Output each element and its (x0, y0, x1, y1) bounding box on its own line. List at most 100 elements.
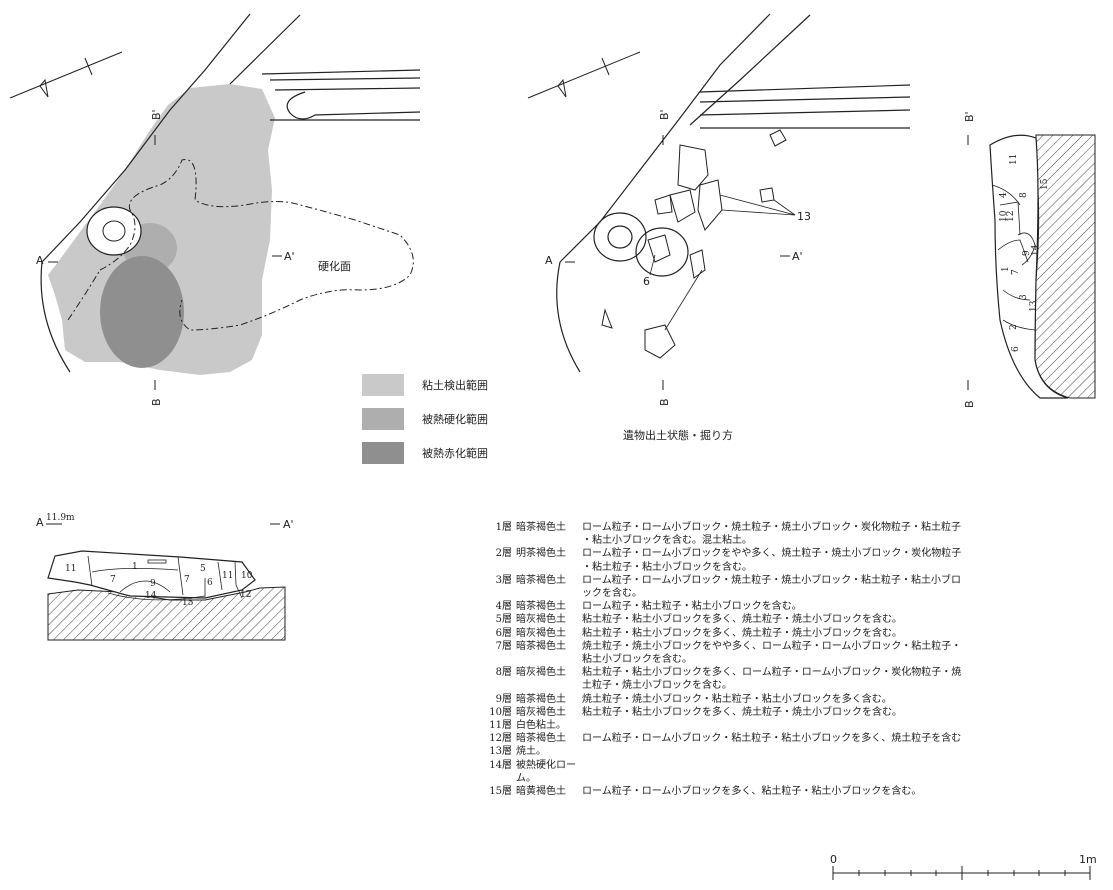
layer-soil: 暗茶褐色土 (516, 640, 566, 652)
wall-lines-middle (556, 13, 911, 373)
middle-label-a-prime: A' (792, 250, 803, 263)
section-label-b-prime: B' (150, 109, 163, 120)
section-a: A 11.9m A' 11 1 5 7 9 7 6 11 10 12 14 15 (36, 513, 294, 641)
middle-label-a: A (545, 254, 553, 267)
b-layer-9: 9 (1022, 250, 1032, 256)
layer-row: 11層白色粘土。 (484, 719, 1109, 732)
layer-row-cont: 土粒子・焼土小ブロックを含む。 (484, 679, 1109, 692)
section-b: 11 4 8 15 10 12 9 14 7 1 3 13 2 6 B' B (963, 111, 1096, 408)
artifact-label-13: 13 (797, 210, 811, 223)
a-layer-7-right: 7 (184, 575, 190, 585)
layer-description (582, 759, 1109, 785)
layer-number: 8層 (495, 667, 512, 679)
reddened-area (100, 256, 184, 368)
legend-swatch-hardened (362, 408, 404, 430)
layer-description (582, 719, 1109, 732)
layer-row: 2層明茶褐色土ローム粒子・ローム小ブロックをやや多く、焼土粒子・焼土小ブロック・… (484, 547, 1109, 560)
b-layer-4: 4 (999, 192, 1009, 198)
a-layer-10: 10 (241, 571, 253, 581)
scale-start-label: 0 (830, 853, 837, 866)
layer-row: 6層暗灰褐色土粘土粒子・粘土小ブロックを多く、焼土粒子・焼土小ブロックを含む。 (484, 627, 1109, 640)
layer-row-cont: ・粘土粒子・粘土小ブロックを含む。 (484, 561, 1109, 574)
north-arrow-middle (527, 51, 641, 99)
layer-soil: 暗茶褐色土 (516, 601, 566, 613)
layer-number: 7層 (495, 640, 512, 652)
section-label-a-prime: A' (284, 250, 295, 263)
b-layer-2: 2 (1009, 324, 1019, 330)
pit-ring-middle (593, 212, 689, 277)
scale-end-label: 1m (1079, 853, 1097, 866)
layer-number: 1層 (495, 522, 512, 533)
plan-left: A A' 硬化面 B' B (9, 13, 421, 406)
layer-number: 2層 (495, 548, 512, 560)
layer-description: ローム粒子・ローム小ブロック・粘土粒子・粘土小ブロックを多く、焼土粒子を含む (582, 733, 962, 745)
layer-soil: 暗茶褐色土 (516, 693, 566, 705)
layer-row: 9層暗茶褐色土 焼土粒子・焼土小ブロック・粘土粒子・粘土小ブロックを多く含む。 (484, 693, 1109, 706)
wall-lines-left (40, 13, 421, 373)
artifact-leaders (649, 194, 796, 331)
layer-description: 焼土粒子・焼土小ブロック・粘土粒子・粘土小ブロックを多く含む。 (582, 693, 892, 705)
b-layer-11: 11 (1009, 154, 1019, 165)
layer-row-cont: ックを含む。 (484, 587, 1109, 600)
layer-soil: 暗黄褐色土 (516, 786, 566, 798)
layer-description: 粘土粒子・粘土小ブロックを多く、ローム粒子・ローム小ブロック・炭化物粒子・焼 (582, 667, 962, 679)
b-layer-14: 14 (1031, 244, 1041, 256)
b-layer-13: 13 (1029, 300, 1039, 312)
layer-description: ローム粒子・ローム小ブロックを多く、粘土粒子・粘土小ブロックを含む。 (582, 786, 922, 798)
a-layer-6: 6 (207, 578, 213, 588)
hardened-surface-label: 硬化面 (318, 259, 351, 273)
section-a-label-a-prime: A' (283, 518, 294, 531)
a-layer-12: 12 (240, 590, 251, 600)
layer-number: 12層 (489, 733, 512, 745)
layer-soil: 被熱硬化ローム。 (516, 759, 576, 784)
layer-number: 5層 (495, 614, 512, 626)
a-layer-11-left: 11 (65, 564, 76, 574)
layer-number: 6層 (495, 627, 512, 639)
layer-soil: 暗茶褐色土 (516, 574, 566, 586)
layer-number: 10層 (489, 706, 512, 718)
layer-number: 4層 (495, 601, 512, 613)
section-label-a: A (36, 254, 44, 267)
b-layer-12: 12 (1006, 211, 1016, 222)
a-layer-11-right: 11 (222, 571, 233, 581)
scale-bar (832, 866, 1091, 880)
figure-caption: 遺物出土状態・掘り方 (623, 428, 733, 442)
plan-middle: A A' 13 6 B' B 遺物出土状態・掘り方 (527, 13, 911, 442)
layer-number: 13層 (489, 746, 512, 758)
layer-description-cont: 土粒子・焼土小ブロックを含む。 (582, 680, 732, 692)
hardened-boundary-left (67, 159, 414, 331)
layer-number: 9層 (495, 693, 512, 705)
section-a-label-a: A (36, 516, 44, 529)
legend-label-reddened: 被熱赤化範囲 (422, 446, 488, 460)
layer-row: 3層暗茶褐色土 ローム粒子・ローム小ブロック・焼土粒子・焼土小ブロック・粘土粒子・… (484, 574, 1109, 587)
layer-soil: 明茶褐色土 (516, 548, 566, 560)
b-layer-8: 8 (1019, 192, 1029, 198)
layer-description-list: 1層暗茶褐色土ローム粒子・ローム小ブロック・焼土粒子・焼土小ブロック・炭化物粒子… (484, 521, 1109, 798)
layer-description: 粘土粒子・粘土小ブロックを多く、焼土粒子・焼土小ブロックを含む。 (582, 627, 902, 639)
layer-description-cont: ックを含む。 (582, 588, 642, 600)
legend-swatch-reddened (362, 442, 404, 464)
layer-row: 10層暗灰褐色土粘土粒子・粘土小ブロックを多く、焼土粒子・焼土小ブロックを含む。 (484, 706, 1109, 719)
a-layer-9: 9 (150, 579, 156, 589)
a-layer-1: 1 (132, 562, 138, 572)
layer-description: 粘土粒子・粘土小ブロックを多く、焼土粒子・焼土小ブロックを含む。 (582, 614, 902, 626)
b-layer-3: 3 (1019, 294, 1029, 300)
section-marks-middle (565, 135, 790, 390)
layer-description-cont: 粘土小ブロックを含む。 (582, 654, 692, 666)
section-label-b: B (150, 398, 163, 406)
layer-number: 14層 (489, 759, 512, 771)
layer-row: 5層暗灰褐色土粘土粒子・粘土小ブロックを多く、焼土粒子・焼土小ブロックを含む。 (484, 613, 1109, 626)
layer-description: ローム粒子・ローム小ブロック・焼土粒子・焼土小ブロック・粘土粒子・粘土小ブロ (582, 574, 961, 586)
b-layer-1: 1 (1001, 266, 1011, 272)
b-layer-6: 6 (1011, 346, 1021, 352)
layer-description: ローム粒子・粘土粒子・粘土小ブロックを含む。 (582, 601, 802, 613)
elevation-label: 11.9m (46, 513, 75, 523)
north-arrow-left (9, 51, 123, 99)
section-b-label-b-prime: B' (963, 111, 976, 122)
layer-row-cont: 粘土小ブロックを含む。 (484, 653, 1109, 666)
layer-number: 11層 (489, 720, 512, 732)
layer-number: 3層 (495, 574, 512, 586)
middle-label-b-prime: B' (658, 109, 671, 120)
layer-soil: 焼土。 (516, 746, 546, 758)
